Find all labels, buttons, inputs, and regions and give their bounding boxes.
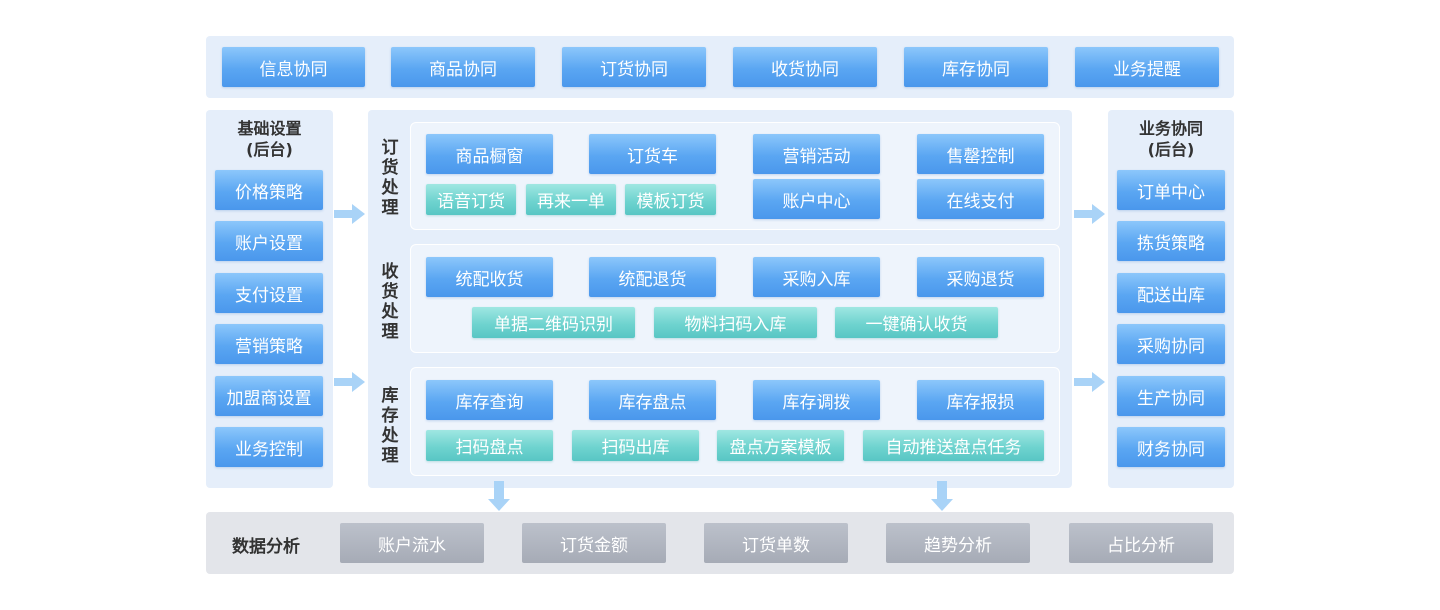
arrow-right-icon [1074, 372, 1105, 392]
data-item-trend[interactable]: 趋势分析 [886, 523, 1030, 563]
right-item-order-center[interactable]: 订单中心 [1117, 170, 1225, 210]
inventory-item-auto-task[interactable]: 自动推送盘点任务 [863, 430, 1044, 461]
receive-item-purchase-return[interactable]: 采购退货 [917, 257, 1044, 297]
data-analysis-title: 数据分析 [232, 537, 300, 557]
arrow-down-icon [931, 481, 953, 511]
order-section-label: 订货处理 [381, 138, 399, 218]
center-panel: 订货处理 商品橱窗 订货车 营销活动 售罄控制 语音订货 再来一单 模板订货 账… [368, 110, 1072, 488]
inventory-item-count-template[interactable]: 盘点方案模板 [717, 430, 844, 461]
data-item-ratio[interactable]: 占比分析 [1069, 523, 1213, 563]
arrow-right-icon [334, 372, 365, 392]
right-title-line1: 业务协同 [1138, 119, 1203, 138]
top-item-reminder[interactable]: 业务提醒 [1075, 47, 1219, 87]
order-item-template[interactable]: 模板订货 [625, 184, 716, 215]
left-item-price[interactable]: 价格策略 [215, 170, 323, 210]
left-title-line1: 基础设置 [237, 119, 302, 138]
receive-item-scan-in[interactable]: 物料扫码入库 [654, 307, 817, 338]
receive-section-label: 收货处理 [381, 262, 399, 342]
inventory-item-loss[interactable]: 库存报损 [917, 380, 1044, 420]
receive-item-confirm[interactable]: 一键确认收货 [835, 307, 998, 338]
top-item-product[interactable]: 商品协同 [391, 47, 535, 87]
left-panel-title: 基础设置 (后台) [206, 118, 333, 160]
left-item-marketing[interactable]: 营销策略 [215, 324, 323, 364]
inventory-item-scan-out[interactable]: 扫码出库 [572, 430, 699, 461]
left-panel: 基础设置 (后台) 价格策略 账户设置 支付设置 营销策略 加盟商设置 业务控制 [206, 110, 333, 488]
right-title-line2: (后台) [1147, 140, 1195, 159]
arrow-right-icon [334, 204, 365, 224]
right-panel: 业务协同 (后台) 订单中心 拣货策略 配送出库 采购协同 生产协同 财务协同 [1108, 110, 1234, 488]
receive-section: 统配收货 统配退货 采购入库 采购退货 单据二维码识别 物料扫码入库 一键确认收… [410, 244, 1060, 353]
left-item-account[interactable]: 账户设置 [215, 221, 323, 261]
order-item-soldout[interactable]: 售罄控制 [917, 134, 1044, 174]
order-item-online-pay[interactable]: 在线支付 [917, 179, 1044, 219]
data-analysis-bar: 数据分析 账户流水 订货金额 订货单数 趋势分析 占比分析 [206, 512, 1234, 574]
receive-item-unified-receive[interactable]: 统配收货 [426, 257, 553, 297]
right-item-delivery[interactable]: 配送出库 [1117, 273, 1225, 313]
top-item-inventory[interactable]: 库存协同 [904, 47, 1048, 87]
arrow-right-icon [1074, 204, 1105, 224]
inventory-item-scan-count[interactable]: 扫码盘点 [426, 430, 553, 461]
top-item-receive[interactable]: 收货协同 [733, 47, 877, 87]
inventory-item-transfer[interactable]: 库存调拨 [753, 380, 880, 420]
arrow-down-icon [488, 481, 510, 511]
right-item-purchase[interactable]: 采购协同 [1117, 324, 1225, 364]
receive-item-qr[interactable]: 单据二维码识别 [472, 307, 635, 338]
right-item-finance[interactable]: 财务协同 [1117, 427, 1225, 467]
inventory-section-label: 库存处理 [381, 386, 399, 466]
order-section: 商品橱窗 订货车 营销活动 售罄控制 语音订货 再来一单 模板订货 账户中心 在… [410, 122, 1060, 230]
inventory-section: 库存查询 库存盘点 库存调拨 库存报损 扫码盘点 扫码出库 盘点方案模板 自动推… [410, 367, 1060, 476]
top-item-order[interactable]: 订货协同 [562, 47, 706, 87]
inventory-item-count[interactable]: 库存盘点 [589, 380, 716, 420]
data-item-order-count[interactable]: 订货单数 [704, 523, 848, 563]
top-item-info[interactable]: 信息协同 [222, 47, 365, 87]
order-item-account-center[interactable]: 账户中心 [753, 179, 880, 219]
order-item-marketing[interactable]: 营销活动 [753, 134, 880, 174]
right-panel-title: 业务协同 (后台) [1108, 118, 1234, 160]
top-bar: 信息协同 商品协同 订货协同 收货协同 库存协同 业务提醒 [206, 36, 1234, 98]
left-title-line2: (后台) [246, 140, 293, 159]
order-item-showcase[interactable]: 商品橱窗 [426, 134, 553, 174]
receive-item-purchase-in[interactable]: 采购入库 [753, 257, 880, 297]
left-item-control[interactable]: 业务控制 [215, 427, 323, 467]
order-item-cart[interactable]: 订货车 [589, 134, 716, 174]
right-item-production[interactable]: 生产协同 [1117, 376, 1225, 416]
receive-item-unified-return[interactable]: 统配退货 [589, 257, 716, 297]
order-item-voice[interactable]: 语音订货 [426, 184, 516, 215]
order-item-reorder[interactable]: 再来一单 [526, 184, 616, 215]
inventory-item-query[interactable]: 库存查询 [426, 380, 553, 420]
left-item-payment[interactable]: 支付设置 [215, 273, 323, 313]
data-item-order-amount[interactable]: 订货金额 [522, 523, 666, 563]
left-item-franchise[interactable]: 加盟商设置 [215, 376, 323, 416]
right-item-picking[interactable]: 拣货策略 [1117, 221, 1225, 261]
data-item-account-flow[interactable]: 账户流水 [340, 523, 484, 563]
